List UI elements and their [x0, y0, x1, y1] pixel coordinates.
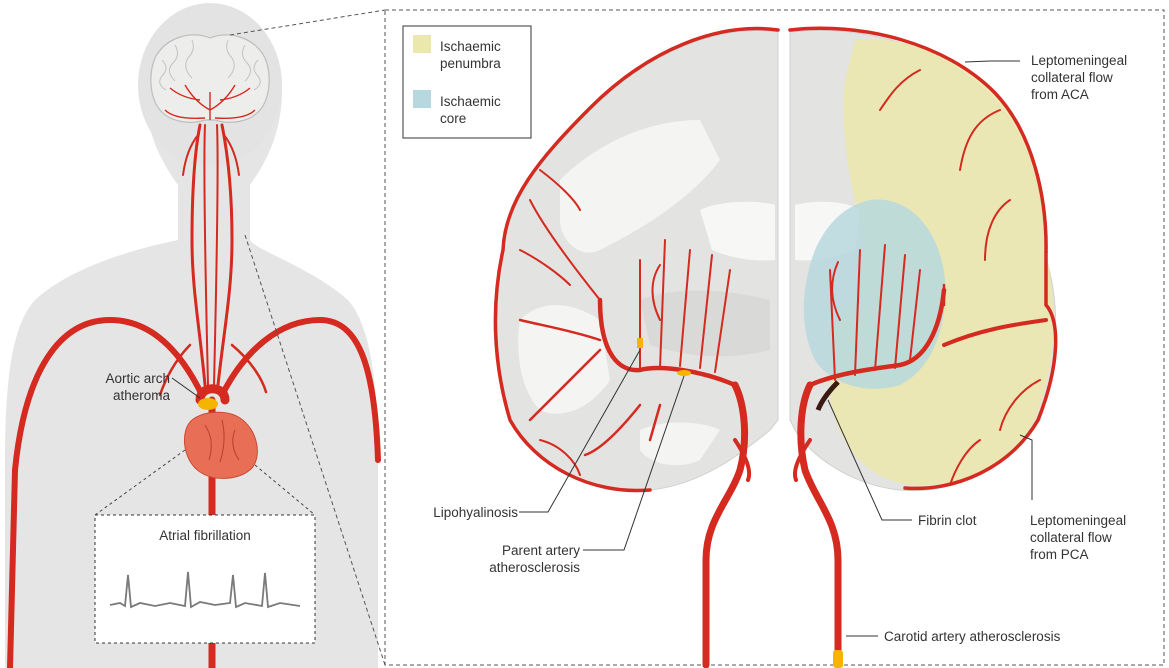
parent-line1: Parent artery: [450, 542, 580, 559]
legend-core-line2: core: [440, 110, 501, 127]
aca-line3: from ACA: [1031, 86, 1127, 103]
fibrin-clot-label: Fibrin clot: [918, 512, 977, 529]
legend-core-line1: Ischaemic: [440, 93, 501, 110]
pca-collateral-label: Leptomeningeal collateral flow from PCA: [1030, 512, 1126, 563]
parent-artery-label: Parent artery atherosclerosis: [450, 542, 580, 576]
legend-penumbra-label: Ischaemic penumbra: [440, 38, 501, 72]
lipo-text: Lipohyalinosis: [400, 504, 518, 521]
legend-penumbra-swatch: [413, 35, 431, 53]
aca-collateral-label: Leptomeningeal collateral flow from ACA: [1031, 52, 1127, 103]
parent-line2: atherosclerosis: [450, 559, 580, 576]
aortic-arch-label: Aortic arch atheroma: [80, 370, 170, 404]
lipohyalinosis-spot: [637, 338, 643, 348]
pca-line2: collateral flow: [1030, 529, 1126, 546]
pca-line3: from PCA: [1030, 546, 1126, 563]
aca-line1: Leptomeningeal: [1031, 52, 1127, 69]
lipohyalinosis-label: Lipohyalinosis: [400, 504, 518, 521]
aortic-line2: atheroma: [80, 387, 170, 404]
pca-line1: Leptomeningeal: [1030, 512, 1126, 529]
parent-artery-plaque: [677, 370, 691, 376]
afib-text: Atrial fibrillation: [95, 527, 315, 544]
carotid-label: Carotid artery atherosclerosis: [884, 628, 1060, 645]
legend-core-label: Ischaemic core: [440, 93, 501, 127]
small-brain: [151, 35, 269, 122]
afib-label: Atrial fibrillation: [95, 527, 315, 544]
aortic-line1: Aortic arch: [80, 370, 170, 387]
legend-core-swatch: [413, 90, 431, 108]
legend-penumbra-line2: penumbra: [440, 55, 501, 72]
carotid-text: Carotid artery atherosclerosis: [884, 628, 1060, 645]
legend-penumbra-line1: Ischaemic: [440, 38, 501, 55]
aca-line2: collateral flow: [1031, 69, 1127, 86]
fibrin-text: Fibrin clot: [918, 512, 977, 529]
carotid-plaque: [833, 650, 843, 668]
aortic-plaque: [198, 398, 218, 410]
